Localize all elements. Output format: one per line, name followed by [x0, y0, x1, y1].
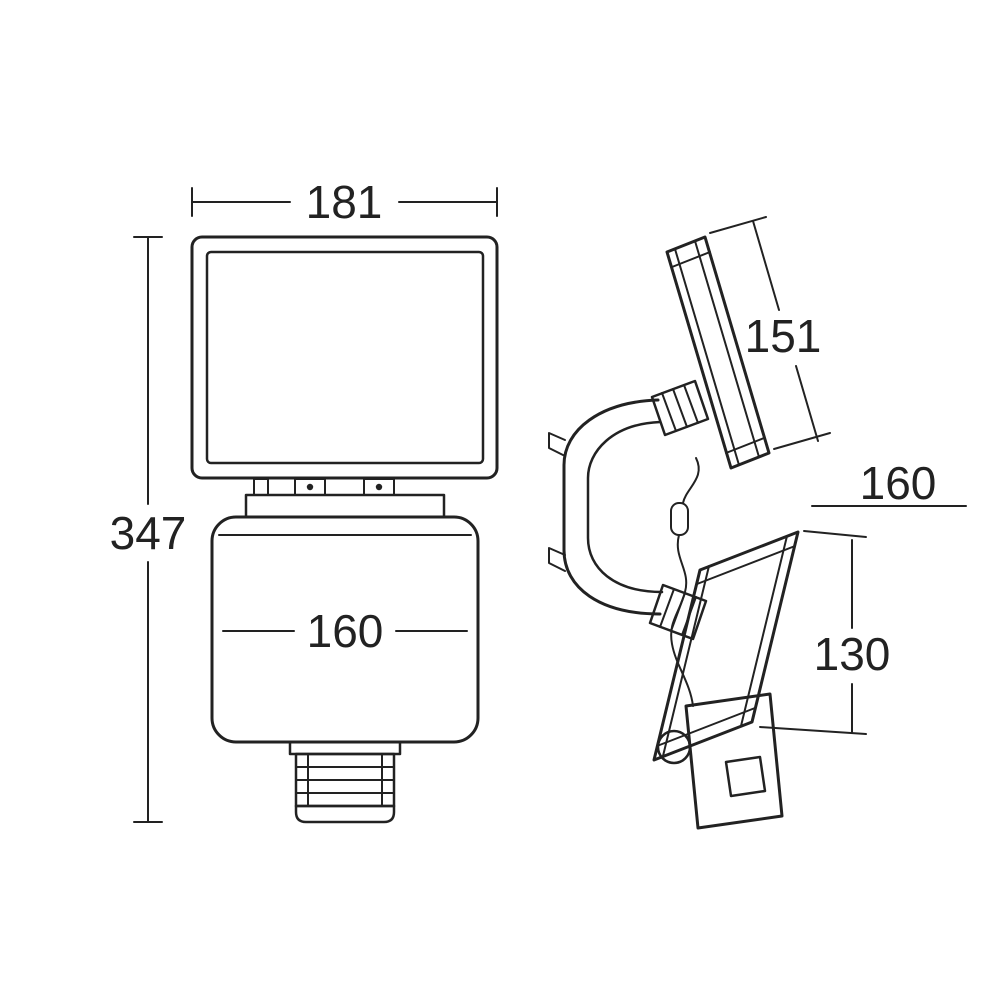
dimension-lower-head: 130 [759, 530, 891, 735]
dim-151-ext-top [709, 216, 767, 234]
sensor-side-circle [656, 729, 692, 765]
knurl-line [661, 392, 677, 432]
head-outer-frame [190, 235, 499, 480]
dimension-width: 181 [191, 176, 498, 228]
dim-height-label: 347 [110, 507, 187, 559]
lower-head-outline [652, 530, 800, 762]
bracket-arm [548, 398, 664, 616]
dimension-upper-head: 151 [709, 216, 831, 450]
dimension-height: 347 [110, 236, 187, 823]
dim-151-line-top [752, 220, 780, 311]
upper-head [665, 235, 771, 470]
dim-width-label: 181 [306, 176, 383, 228]
cable-connector [670, 502, 689, 536]
knob-lower-outline [648, 583, 708, 641]
adjustment-knob-upper [650, 379, 710, 437]
dim-130-ext-top [803, 530, 867, 538]
bracket-arm-outer [562, 398, 662, 616]
mount-bracket [244, 478, 446, 519]
knob-upper-outline [650, 379, 710, 437]
lower-head-top-cap [696, 545, 796, 585]
upper-head-back-line [674, 248, 740, 466]
dim-depth-label: 160 [860, 457, 937, 509]
upper-head-outline [665, 235, 771, 470]
sensor-cap [294, 804, 396, 824]
lower-head-lens-line [740, 535, 788, 727]
upper-head-bottom-cap [725, 437, 765, 454]
dim-body-width-label: 160 [307, 605, 384, 657]
screw-dot-left [306, 483, 314, 491]
dim-151-line-bottom [795, 365, 819, 442]
sensor-flange [288, 740, 402, 756]
head-lens [205, 250, 485, 465]
screw-dot-right [375, 483, 383, 491]
cable-gland [724, 755, 767, 798]
upper-head-top-cap [671, 251, 711, 268]
side-view: 151 160 [548, 216, 967, 830]
wall-hook-bottom [548, 547, 566, 572]
mount-plate [244, 493, 446, 519]
dimension-depth: 160 [811, 457, 967, 509]
junction-box-outline [684, 692, 784, 830]
knurl-line [672, 388, 688, 428]
bracket-arm-inner [586, 420, 664, 594]
lower-head-bottom-cap [656, 707, 756, 747]
motion-sensor [288, 740, 402, 824]
upper-head-lens-line [694, 240, 760, 458]
lower-head [652, 530, 800, 762]
wall-hook-top [548, 432, 566, 457]
dim-151-label: 151 [745, 310, 822, 362]
cable-segment-top [682, 457, 700, 504]
dimension-body-width: 160 [222, 605, 468, 657]
dim-130-ext-bottom [759, 726, 867, 735]
dim-130-label: 130 [814, 628, 891, 680]
lower-head-back-line [662, 565, 710, 757]
dim-151-ext-bottom [773, 432, 831, 450]
knurl-line [659, 588, 675, 628]
junction-box-side [656, 692, 784, 830]
cable-nub [253, 478, 269, 496]
knurl-line [683, 384, 699, 424]
front-view: 181 347 160 [110, 176, 499, 824]
